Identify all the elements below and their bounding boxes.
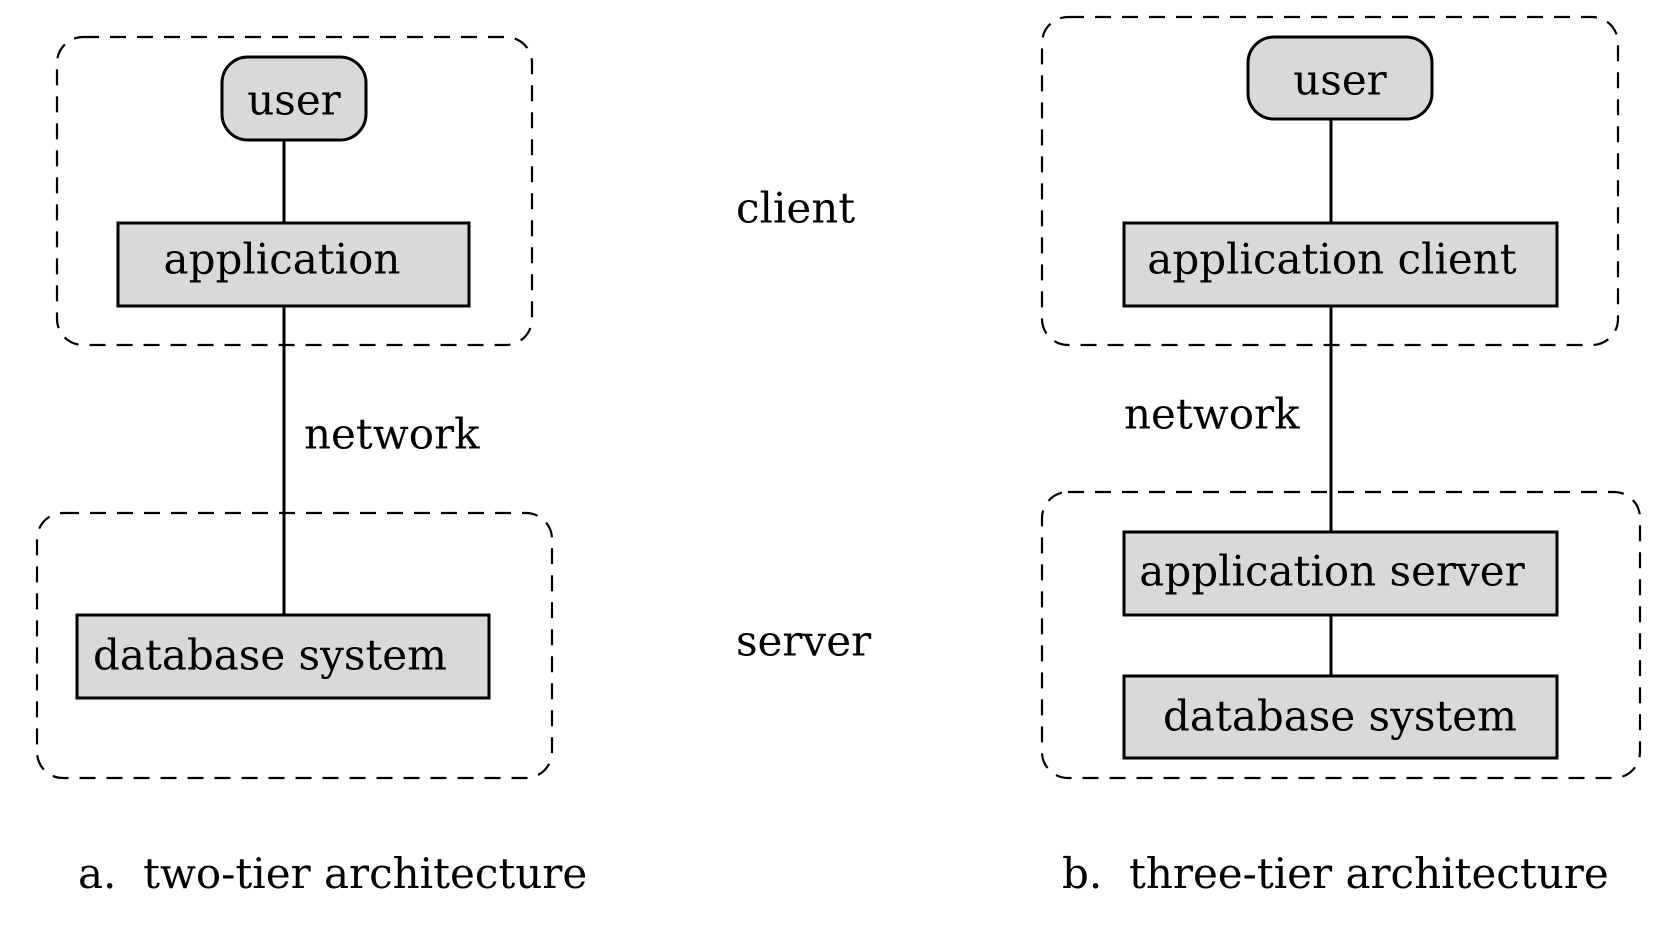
- two-tier-user-label: user: [247, 76, 341, 125]
- two-tier-client-boundary: [55, 35, 534, 347]
- two-tier-network-label: network: [304, 410, 480, 459]
- three-tier-network-label: network: [1124, 390, 1300, 439]
- three-tier-application-server-label: application server: [1139, 547, 1525, 596]
- server-tier-label: server: [736, 617, 872, 666]
- two-tier-caption: a. two-tier architecture: [78, 849, 587, 898]
- three-tier-database-system-box: [1122, 674, 1559, 760]
- two-tier-application-label: application: [164, 235, 401, 284]
- three-tier-server-boundary: [1040, 490, 1642, 780]
- three-tier-application-server-box: [1122, 530, 1559, 617]
- three-tier-application-client-label: application client: [1147, 235, 1517, 284]
- two-tier-database-system-box: [75, 613, 491, 700]
- three-tier-user-node: [1246, 35, 1434, 121]
- three-tier-caption: b. three-tier architecture: [1062, 849, 1609, 898]
- three-tier-application-client-box: [1122, 221, 1559, 308]
- three-tier-diagram: user application client network applicat…: [1040, 15, 1642, 898]
- two-tier-diagram: user application network database system…: [35, 35, 587, 898]
- client-tier-label: client: [736, 184, 855, 233]
- three-tier-database-system-label: database system: [1163, 692, 1517, 741]
- three-tier-user-label: user: [1293, 56, 1387, 105]
- two-tier-server-boundary: [35, 511, 554, 780]
- two-tier-application-box: [116, 221, 471, 308]
- two-tier-user-node: [220, 55, 368, 142]
- two-tier-database-system-label: database system: [93, 631, 447, 680]
